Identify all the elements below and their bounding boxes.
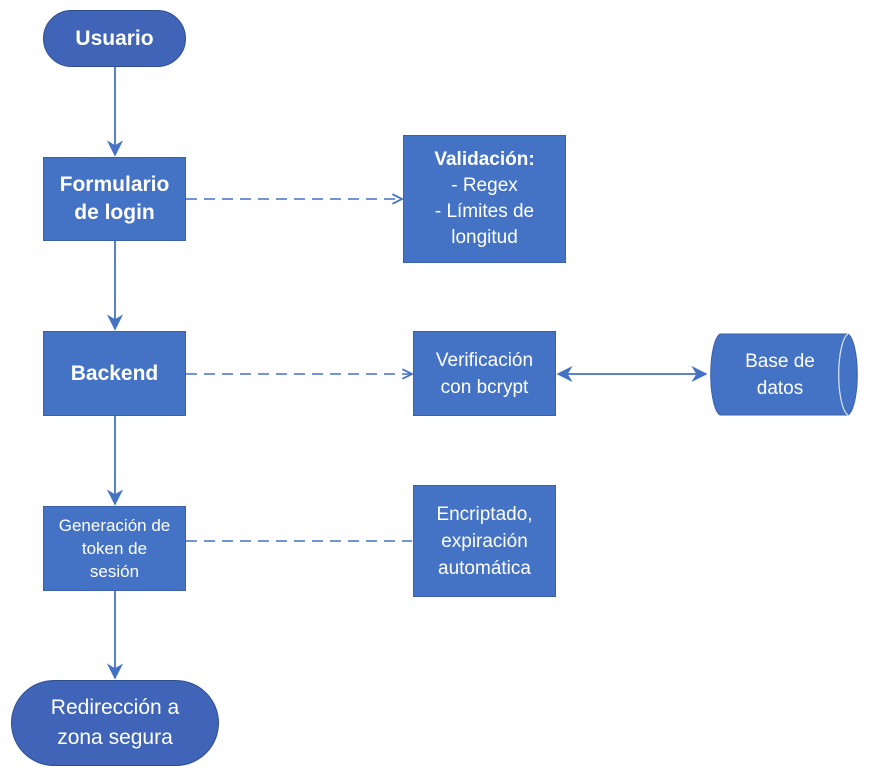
node-usuario: Usuario: [43, 10, 186, 67]
node-validacion-item-3: longitud: [451, 227, 518, 248]
node-verificacion-bcrypt: Verificación con bcrypt: [413, 331, 556, 416]
node-login-line-1: Formulario: [59, 173, 170, 196]
node-token-line-3: sesión: [89, 562, 140, 581]
node-formulario-login: Formulario de login: [43, 157, 186, 241]
node-bcrypt-line-1: Verificación: [435, 349, 534, 371]
node-database-line-1: Base de: [745, 350, 815, 372]
node-encriptado-line-2: expiración: [441, 530, 528, 552]
node-generacion-token: Generación de token de sesión: [43, 506, 186, 591]
node-bcrypt-line-2: con bcrypt: [440, 376, 529, 398]
node-redireccion-line-2: zona segura: [57, 726, 173, 749]
node-backend: Backend: [43, 331, 186, 416]
node-encriptado: Encriptado, expiración automática: [413, 485, 556, 597]
node-validacion-item-1: - Regex: [451, 175, 518, 196]
node-encriptado-line-3: automática: [438, 557, 531, 579]
database-cylinder-shape: [710, 333, 858, 416]
node-validacion-item-2: - Límites de: [434, 201, 535, 222]
node-database-label: Base de datos: [710, 348, 850, 402]
node-database-line-2: datos: [756, 377, 804, 399]
node-database: Base de datos: [708, 333, 860, 416]
node-usuario-label: Usuario: [75, 26, 154, 50]
node-encriptado-line-1: Encriptado,: [436, 503, 533, 525]
node-login-line-2: de login: [74, 201, 155, 224]
node-token-line-2: token de: [81, 539, 148, 558]
node-backend-label: Backend: [70, 361, 159, 385]
node-redireccion-line-1: Redirección a: [50, 696, 180, 719]
node-token-line-1: Generación de: [58, 516, 171, 535]
node-validacion-title: Validación:: [434, 149, 535, 170]
node-redireccion: Redirección a zona segura: [11, 680, 219, 766]
node-validacion: Validación: - Regex - Límites de longitu…: [403, 135, 566, 263]
